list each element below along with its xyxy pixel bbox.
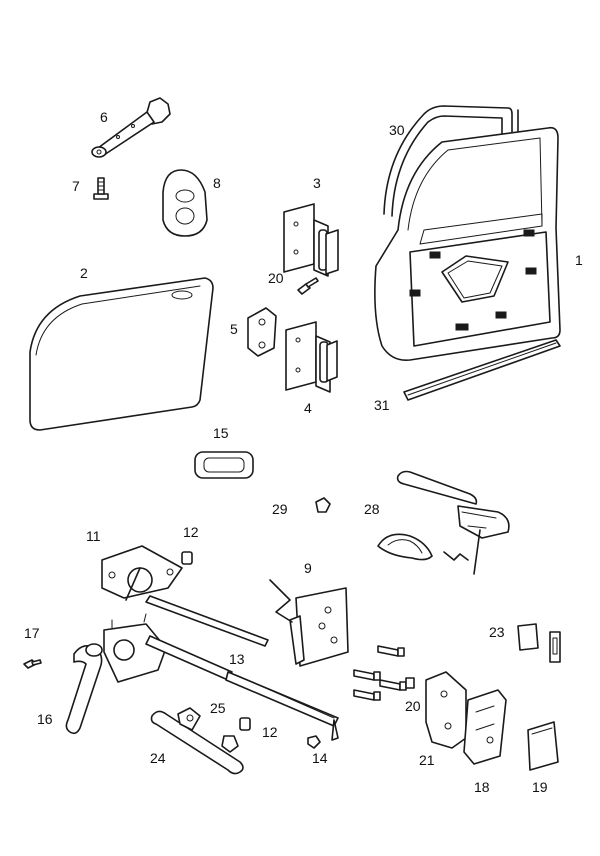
callout-9: 9 xyxy=(304,560,312,576)
callout-19: 19 xyxy=(532,779,548,795)
part-8-grommet xyxy=(162,169,208,237)
callout-25: 25 xyxy=(210,700,226,716)
part-9-door-lock xyxy=(269,579,349,667)
callout-11: 11 xyxy=(86,528,101,544)
callout-15: 15 xyxy=(213,425,229,441)
callout-20-upper: 20 xyxy=(268,270,284,286)
part-24-pull-handle xyxy=(150,710,244,775)
callout-7: 7 xyxy=(72,178,80,194)
callout-30: 30 xyxy=(389,122,405,138)
callout-8: 8 xyxy=(213,175,221,191)
callout-18: 18 xyxy=(474,779,490,795)
callout-31: 31 xyxy=(374,397,390,413)
callout-5: 5 xyxy=(230,321,238,337)
callout-28: 28 xyxy=(364,501,380,517)
callout-14: 14 xyxy=(312,750,328,766)
part-19-cover xyxy=(527,721,559,771)
callout-17: 17 xyxy=(24,625,40,641)
callout-1: 1 xyxy=(575,252,583,268)
part-3-upper-hinge xyxy=(283,203,339,277)
part-31-weatherstrip xyxy=(403,339,561,401)
part-4-lower-hinge xyxy=(285,321,338,393)
callout-4: 4 xyxy=(304,400,312,416)
part-15-escutcheon xyxy=(194,451,254,479)
part-6-check-strap xyxy=(91,97,171,158)
part-5-hinge-plate xyxy=(247,307,277,357)
part-13-connecting-rods xyxy=(145,635,339,741)
part-11-lock-mechanism xyxy=(101,545,183,601)
part-1-door-shell xyxy=(374,126,561,362)
part-12-clip-upper xyxy=(181,551,193,565)
part-2-door-skin xyxy=(29,277,214,431)
callout-12-lower: 12 xyxy=(262,724,278,740)
part-16-door-handle xyxy=(65,643,103,735)
callout-24: 24 xyxy=(150,750,166,766)
part-17-screw xyxy=(23,659,42,669)
callout-6: 6 xyxy=(100,109,108,125)
part-25-bracket xyxy=(177,707,239,753)
part-12-clip-lower xyxy=(239,717,251,731)
part-14-clip xyxy=(307,735,321,749)
callout-29: 29 xyxy=(272,501,288,517)
callout-3: 3 xyxy=(313,175,321,191)
callout-16: 16 xyxy=(37,711,53,727)
callout-12-upper: 12 xyxy=(183,524,199,540)
part-29-clip xyxy=(315,497,331,513)
callout-2: 2 xyxy=(80,265,88,281)
part-28-remote-linkage xyxy=(377,470,510,575)
part-18-striker xyxy=(463,689,507,765)
callout-13: 13 xyxy=(229,651,245,667)
part-21-striker-plate xyxy=(425,671,467,749)
part-23-buffer xyxy=(517,623,561,663)
callout-23: 23 xyxy=(489,624,505,640)
callout-20-lower: 20 xyxy=(405,698,421,714)
callout-21: 21 xyxy=(419,752,435,768)
part-20-bolt-upper xyxy=(297,277,319,295)
part-20-bolts-lower xyxy=(353,645,415,701)
operating-rod-upper xyxy=(145,595,269,647)
part-7-bolt xyxy=(93,177,109,200)
